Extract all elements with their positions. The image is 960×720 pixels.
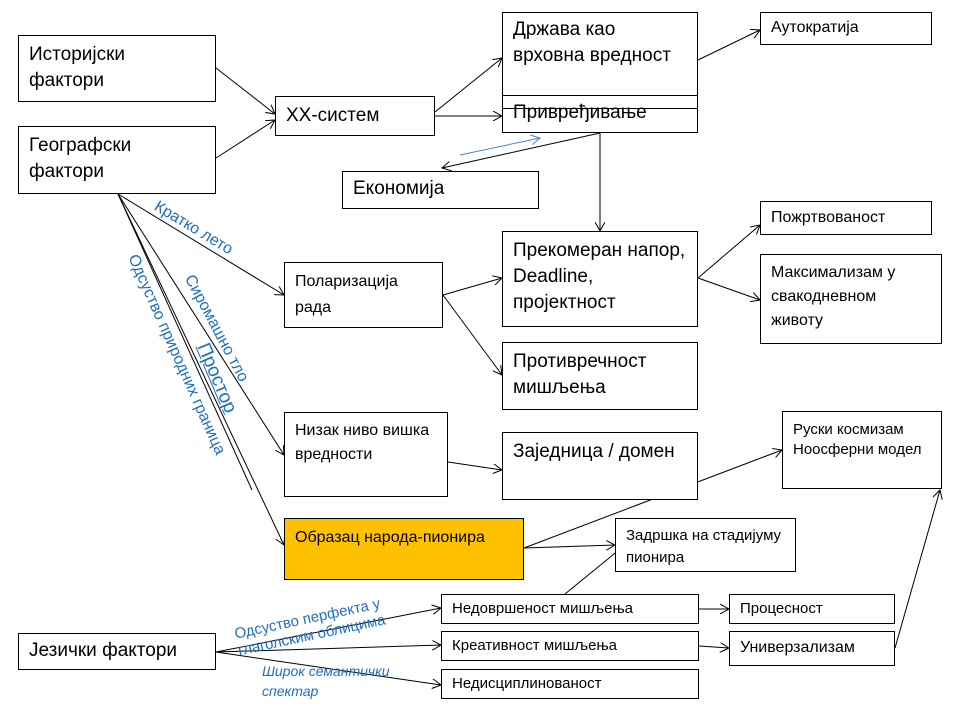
- box-indiscipline: Недисциплинованост: [441, 669, 699, 699]
- box-geographic-factors: Географски фактори: [18, 126, 216, 194]
- box-unfinished-thinking: Недовршеност мишљења: [441, 594, 699, 624]
- box-economy: Економија: [342, 171, 539, 209]
- box-overexertion: Прекомеран напор, Deadline, пројектност: [502, 231, 698, 327]
- box-polarization: Поларизација рада: [284, 262, 443, 328]
- box-historical-factors: Историјски фактори: [18, 35, 216, 102]
- box-creativity: Креативност мишљења: [441, 631, 699, 661]
- box-universalism: Универзализам: [729, 631, 895, 666]
- box-autocracy: Аутократија: [760, 12, 932, 45]
- box-low-surplus: Низак ниво вишка вредности: [284, 412, 448, 497]
- box-pioneer-pattern: Образац народа-пионира: [284, 518, 524, 580]
- box-processness: Процесност: [729, 594, 895, 624]
- label-semantic-spectrum: Широк семантички спектар: [262, 663, 390, 699]
- box-russian-cosmism: Руски космизам Ноосферни модел: [782, 411, 942, 489]
- box-economy-activity: Привређивање: [502, 95, 698, 133]
- box-pioneer-delay: Задршка на стадијуму пионира: [615, 518, 796, 572]
- box-maximalism: Максимализам у свакодневном животу: [760, 254, 942, 344]
- box-language-factors: Језички фактори: [18, 633, 216, 670]
- box-community: Заједница / домен: [502, 432, 698, 500]
- box-state: Држава као врховна вредност: [502, 12, 698, 109]
- box-sacrifice: Пожртвованост: [760, 201, 932, 235]
- box-contradiction: Противречност мишљења: [502, 342, 698, 410]
- box-xx-system: XX-систем: [275, 96, 435, 136]
